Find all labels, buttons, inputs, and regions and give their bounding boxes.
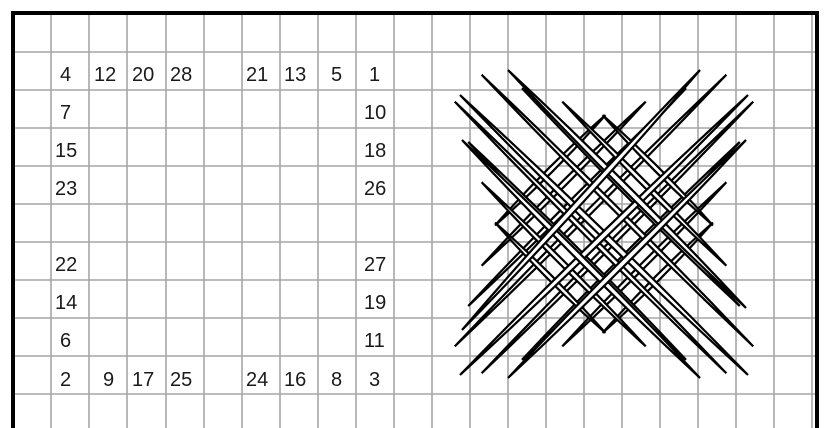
bottom-number-7: 16 xyxy=(284,369,306,391)
left-number-5: 22 xyxy=(55,254,77,276)
stitch xyxy=(482,75,754,347)
bottom-number-2: 9 xyxy=(103,369,114,391)
right-number-1: 10 xyxy=(364,102,386,124)
bottom-number-1: 2 xyxy=(60,369,71,391)
left-number-6: 14 xyxy=(55,292,77,314)
stitch xyxy=(455,75,727,347)
left-number-7: 6 xyxy=(60,330,71,352)
right-number-7: 11 xyxy=(364,330,385,352)
stitch-motif xyxy=(455,70,753,378)
stitch xyxy=(455,102,727,374)
top-number-8: 5 xyxy=(331,64,342,86)
stitch xyxy=(482,102,754,374)
left-number-3: 23 xyxy=(55,178,77,200)
bottom-number-3: 17 xyxy=(132,369,154,391)
right-number-2: 18 xyxy=(364,140,386,162)
left-number-1: 7 xyxy=(60,102,71,124)
top-number-4: 28 xyxy=(170,64,192,86)
right-number-6: 19 xyxy=(364,292,386,314)
top-number-9: 1 xyxy=(369,64,380,86)
stitch-numbers: 4 12 20 28 21 13 5 1 7 15 23 22 14 6 10 … xyxy=(55,64,386,391)
bottom-number-6: 24 xyxy=(246,369,268,391)
top-number-3: 20 xyxy=(132,64,154,86)
top-number-2: 12 xyxy=(94,64,116,86)
right-number-5: 27 xyxy=(364,254,386,276)
top-number-7: 13 xyxy=(284,64,306,86)
top-number-6: 21 xyxy=(246,64,268,86)
bottom-number-8: 8 xyxy=(331,369,342,391)
right-number-3: 26 xyxy=(364,178,386,200)
left-number-2: 15 xyxy=(55,140,77,162)
bottom-number-9: 3 xyxy=(369,369,380,391)
bottom-number-4: 25 xyxy=(170,369,192,391)
top-number-1: 4 xyxy=(60,64,71,86)
